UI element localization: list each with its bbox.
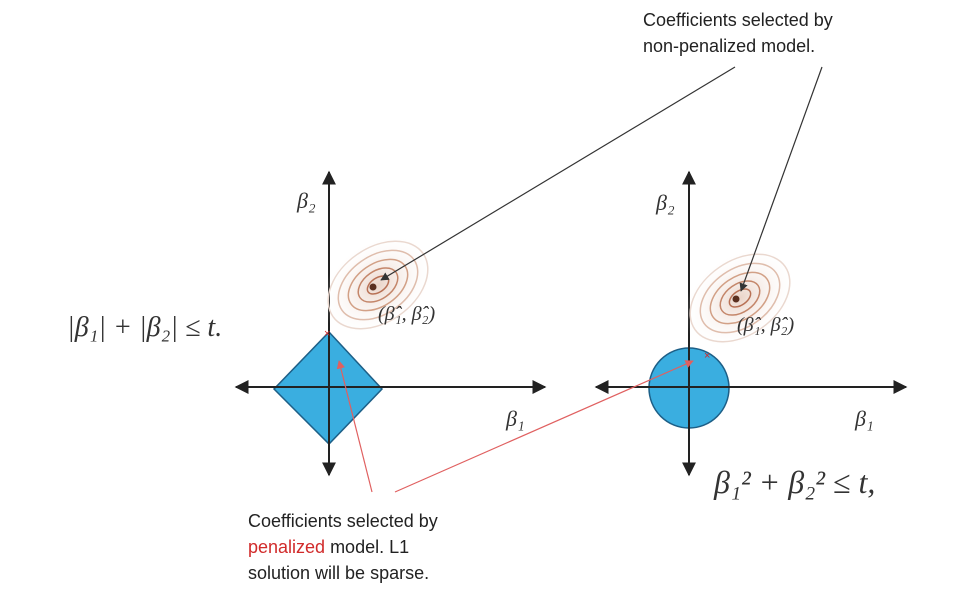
lasso-x-axis-label: β₁ [505, 406, 525, 431]
lasso-y-axis-label: β₂ [296, 188, 316, 213]
ridge-error-contours [683, 247, 797, 349]
ridge-y-axis-label: β₂ [655, 190, 675, 215]
ridge-x-axis-label: β₁ [854, 406, 874, 431]
arrow-bottom-to-lasso-corner [336, 360, 373, 493]
ridge-plot: × β₂ β₁ (β̂₁, β̂₂) β₁² + β₂² ≤ t, [594, 170, 908, 500]
arrow-top-to-lasso-estimate [380, 66, 736, 281]
bottom-annotation-line1: Coefficients selected by [248, 511, 438, 531]
penalized-highlight: penalized [248, 537, 326, 557]
lasso-constraint-formula: |β₁| + |β₂| ≤ t. [67, 312, 222, 343]
lasso-plot: × β₂ β₁ (β̂₁, β̂₂) |β₁| + |β₂| ≤ t. [67, 170, 547, 477]
arrow-top-to-ridge-estimate [739, 66, 823, 292]
bottom-annotation-line3: solution will be sparse. [248, 563, 430, 583]
ridge-marker-x: × [704, 350, 710, 362]
arrow-bottom-to-ridge-tangent [394, 360, 694, 493]
ridge-ols-estimate-point [732, 295, 740, 303]
pointer-arrows [336, 66, 823, 493]
ridge-constraint-formula: β₁² + β₂² ≤ t, [713, 464, 875, 500]
ridge-estimate-label: (β̂₁, β̂₂) [737, 314, 794, 336]
top-annotation: Coefficients selected by non-penalized m… [643, 7, 833, 59]
bottom-annotation-line2-rest: model. L1 [325, 537, 410, 557]
lasso-error-contours [321, 234, 435, 336]
lasso-estimate-label: (β̂₁, β̂₂) [378, 303, 435, 325]
bottom-annotation-line2: penalized model. L1 [248, 534, 438, 560]
top-annotation-line1: Coefficients selected by [643, 10, 833, 30]
bottom-annotation: Coefficients selected by penalized model… [248, 508, 438, 586]
lasso-ols-estimate-point [369, 283, 377, 291]
lasso-marker-x: × [324, 328, 330, 340]
top-annotation-line2: non-penalized model. [643, 36, 816, 56]
